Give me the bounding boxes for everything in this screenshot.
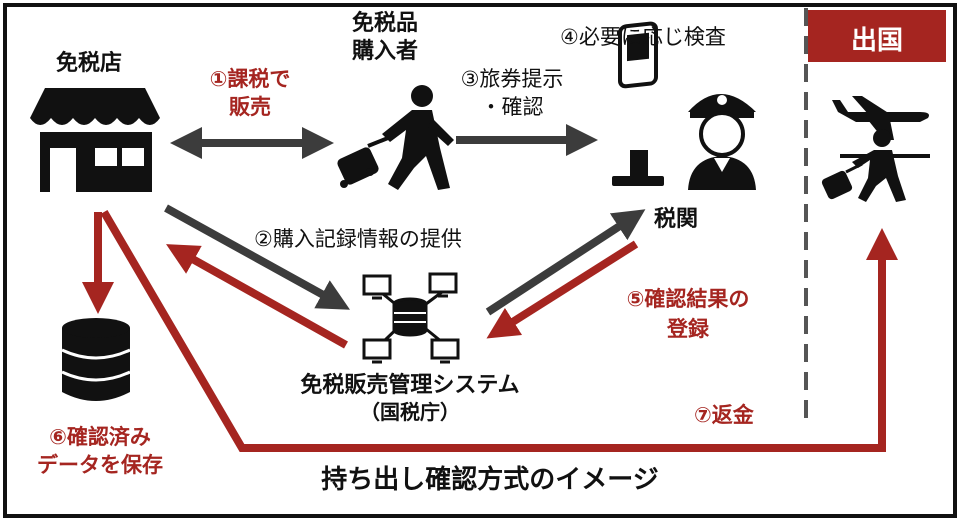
step3-label-line1: ③旅券提示 [460,67,564,91]
step7-label: ⑦返金 [694,403,754,427]
departure-header [808,10,946,62]
system-sub-label: （国税庁） [360,400,460,424]
store-label: 免税店 [56,51,123,76]
arrow-system-store [166,244,348,349]
arrow-store-system [164,204,351,310]
buyer-label-line1: 免税品 [351,11,419,36]
system-label: 免税販売管理システム [300,373,520,398]
system-network-icon [362,272,460,364]
step6-label-line2: データを保存 [37,453,163,477]
diagram-title: 持ち出し確認方式のイメージ [321,465,659,495]
arrow-refund [100,209,898,452]
step1-label-line1: ①課税で [209,67,291,91]
database-icon [61,318,131,401]
step3-label-line2: ・確認 [480,95,544,119]
step5-label-line2: 登録 [667,317,709,341]
traveler-icon [821,129,930,202]
buyer-icon [337,85,454,190]
customs-label: 税関 [653,207,699,232]
departure-label: 出国 [850,26,904,56]
buyer-label-line2: 購入者 [351,39,419,64]
arrow-system-customs [485,209,646,316]
kiosk-icon [612,21,664,186]
outer-frame [3,3,957,518]
step1-label-line2: 販売 [229,95,271,119]
store-icon [30,88,160,192]
step4-label: ④必要に応じ検査 [560,25,726,49]
step5-label-line1: ⑤確認結果の [626,287,750,311]
customs-officer-icon [688,94,756,190]
step6-label-line1: ⑥確認済み [49,425,151,449]
arrow-customs-system [486,240,639,339]
step2-label: ②購入記録情報の提供 [254,227,462,251]
